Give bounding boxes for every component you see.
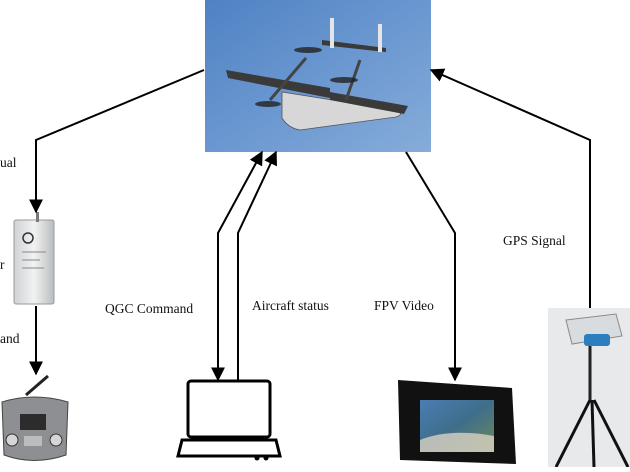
- label-gps-signal: GPS Signal: [503, 233, 566, 248]
- label-manual-partial: ual: [0, 155, 17, 170]
- arrow-drone-to-laptop-status: [237, 150, 277, 380]
- rc-transmitter-image: [1, 374, 69, 461]
- label-command-partial: and: [0, 331, 20, 346]
- arrows: [29, 68, 591, 382]
- label-fpv-video: FPV Video: [374, 298, 434, 313]
- telemetry-module-image: [13, 212, 55, 305]
- label-left-edge-partial: r: [0, 257, 5, 272]
- arrow-drone-to-gps: [429, 68, 591, 308]
- fpv-monitor-image: [398, 380, 516, 464]
- drone-image: [205, 0, 431, 152]
- laptop-image: [176, 379, 282, 461]
- arrow-drone-to-laptop-command: [211, 150, 263, 382]
- arrow-drone-to-telemetry: [29, 69, 205, 214]
- gps-tripod-image: [548, 308, 630, 468]
- arrow-drone-to-fpv: [405, 151, 462, 382]
- label-aircraft-status: Aircraft status: [252, 298, 329, 313]
- label-qgc-command: QGC Command: [105, 301, 194, 316]
